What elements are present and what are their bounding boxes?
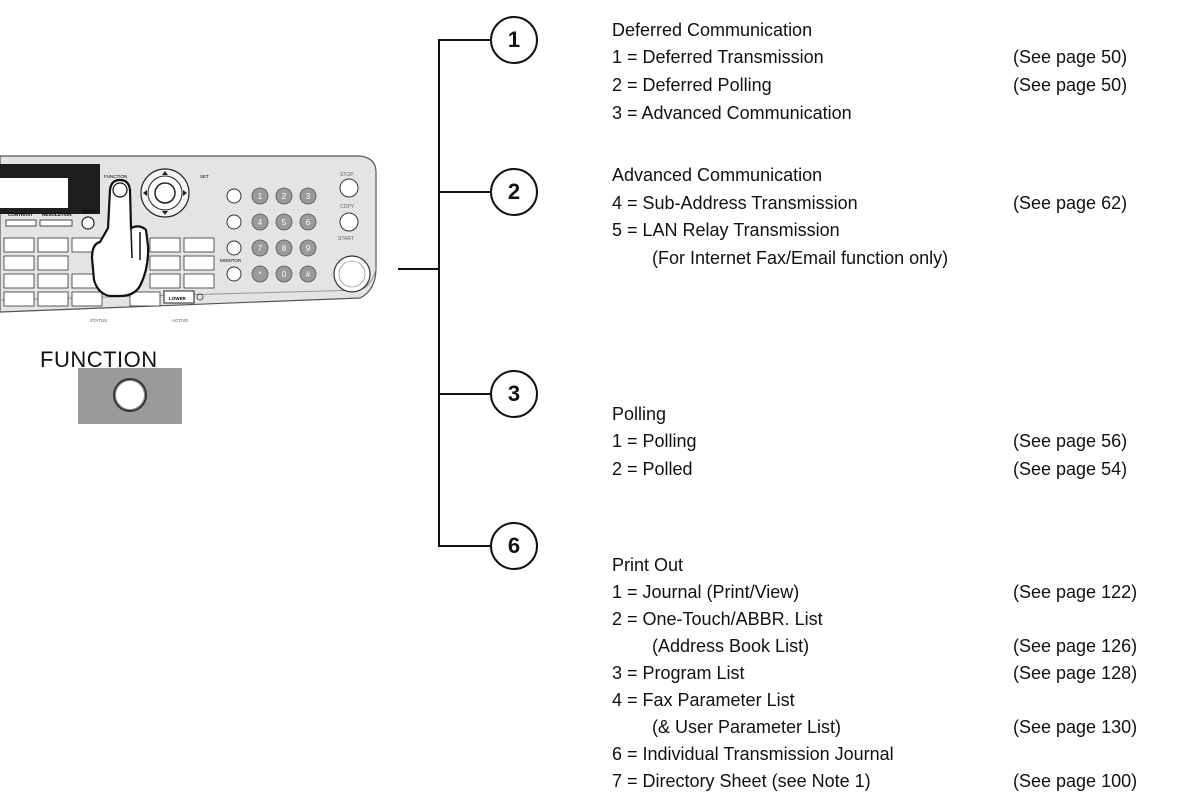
menu-item: 4 = Fax Parameter List <box>612 690 795 710</box>
menu-item: 6 = Individual Transmission Journal <box>612 744 894 764</box>
menu-item: 1 = Deferred Transmission <box>612 47 824 67</box>
menu-item: 1 = Polling <box>612 431 697 451</box>
contrast-label: CONTRAST <box>8 212 33 217</box>
monitor-label: MONITOR <box>220 258 242 263</box>
page-reference: (See page 56) <box>1013 431 1128 451</box>
branch-number-3: 3 <box>490 370 538 418</box>
stop-button[interactable] <box>339 178 359 198</box>
svg-text:6: 6 <box>306 218 311 227</box>
menu-item-sub: (& User Parameter List) <box>652 717 842 737</box>
menu-item: 2 = Polled <box>612 459 693 479</box>
lcd-display <box>0 178 68 208</box>
menu-item: 3 = Program List <box>612 663 745 683</box>
page-reference: (See page 130) <box>1013 717 1138 737</box>
start-label: START <box>338 236 354 242</box>
menu-item: 5 = LAN Relay Transmission <box>612 220 840 240</box>
lower-label: LOWER <box>169 296 186 301</box>
function-label: FUNCTION <box>40 347 158 372</box>
stamp-label: STAMP <box>82 209 97 214</box>
navigation-dial[interactable] <box>140 168 190 218</box>
menu-item: 2 = Deferred Polling <box>612 75 772 95</box>
page-reference: (See page 54) <box>1013 459 1128 479</box>
fax-control-panel: CONTRAST RESOLUTION STAMP FUNCTION SET L… <box>0 155 377 323</box>
page-reference: (See page 100) <box>1013 771 1138 791</box>
stamp-button[interactable] <box>81 216 95 230</box>
menu-item: 4 = Sub-Address Transmission <box>612 193 858 213</box>
svg-text:2: 2 <box>282 192 287 201</box>
branch-title: Print Out <box>612 555 684 575</box>
lower-button[interactable] <box>163 290 195 304</box>
menu-item: 3 = Advanced Communication <box>612 103 852 123</box>
svg-text:5: 5 <box>282 218 287 227</box>
menu-item: 7 = Directory Sheet (see Note 1) <box>612 771 871 791</box>
copy-label: COPY <box>340 204 355 210</box>
page-reference: (See page 62) <box>1013 193 1128 213</box>
connector-branch-3 <box>438 393 490 395</box>
connector-branch-1 <box>438 39 490 41</box>
svg-text:0: 0 <box>282 270 287 279</box>
svg-text:#: # <box>306 270 311 279</box>
contrast-button[interactable] <box>5 219 37 227</box>
svg-text:9: 9 <box>306 244 311 253</box>
connector-main <box>398 268 440 270</box>
set-label: SET <box>200 174 209 179</box>
page-reference: (See page 50) <box>1013 47 1128 67</box>
page-reference: (See page 50) <box>1013 75 1128 95</box>
function-button-ring <box>115 380 145 410</box>
svg-text:3: 3 <box>306 192 311 201</box>
branch-title: Deferred Communication <box>612 20 813 40</box>
menu-item: 2 = One-Touch/ABBR. List <box>612 609 823 629</box>
menu-item-note: (For Internet Fax/Email function only) <box>652 248 949 268</box>
connector-branch-6 <box>438 545 490 547</box>
svg-text:1: 1 <box>258 192 263 201</box>
branch-title: Advanced Communication <box>612 165 823 185</box>
svg-text:8: 8 <box>282 244 287 253</box>
svg-text:*: * <box>258 270 261 279</box>
numeric-keypad[interactable]: 1 2 3 4 5 6 7 8 9 * 0 # <box>226 187 317 283</box>
active-label: ACTIVE <box>172 318 188 323</box>
page-reference: (See page 128) <box>1013 663 1138 683</box>
branch-number-1: 1 <box>490 16 538 64</box>
function-label-small: FUNCTION <box>104 174 127 179</box>
menu-item-sub: (Address Book List) <box>652 636 810 656</box>
resolution-button[interactable] <box>39 219 73 227</box>
status-label: STATUS <box>90 318 107 323</box>
one-touch-keys[interactable] <box>3 237 215 307</box>
svg-text:7: 7 <box>258 244 263 253</box>
menu-item: 1 = Journal (Print/View) <box>612 582 800 602</box>
page-reference: (See page 122) <box>1013 582 1138 602</box>
branch-number-6: 6 <box>490 522 538 570</box>
stop-label: STOP <box>340 172 354 178</box>
svg-text:4: 4 <box>258 218 263 227</box>
branch-title: Polling <box>612 404 667 424</box>
connector-trunk <box>438 39 440 546</box>
branch-number-2: 2 <box>490 168 538 216</box>
pointing-hand-icon <box>90 178 150 298</box>
connector-branch-2 <box>438 191 490 193</box>
copy-button[interactable] <box>339 212 359 232</box>
page-reference: (See page 126) <box>1013 636 1138 656</box>
resolution-label: RESOLUTION <box>42 212 72 217</box>
